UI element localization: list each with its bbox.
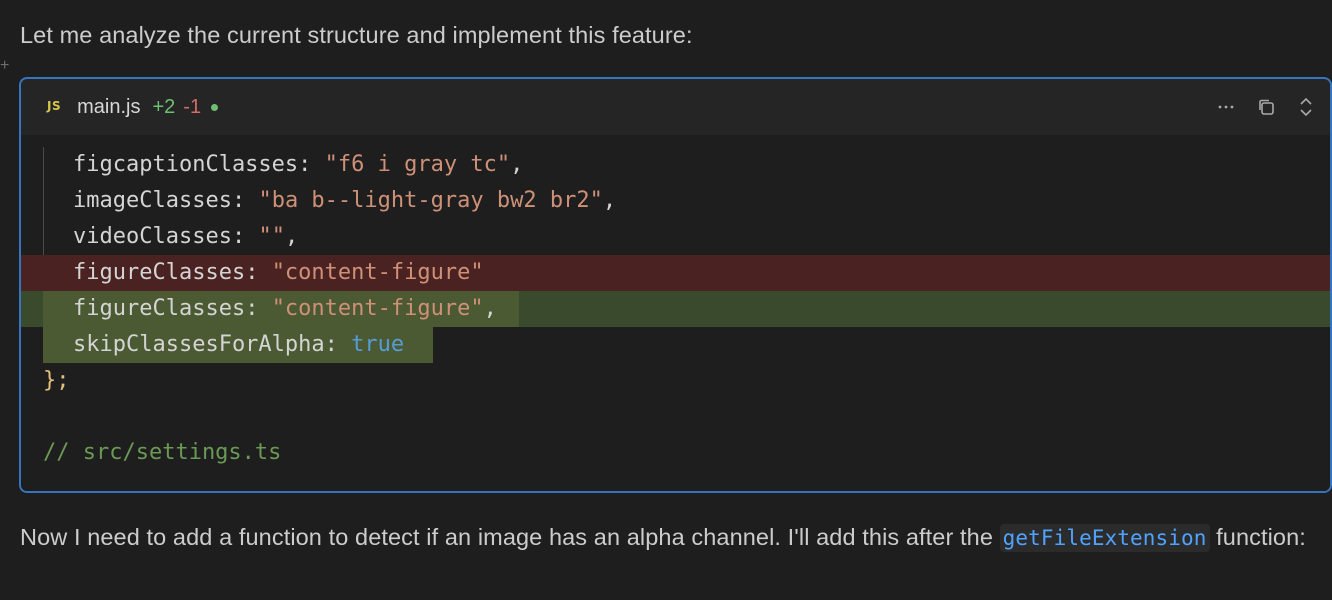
expand-collapse-icon[interactable] [1296,97,1316,117]
deleted-line: figureClasses: "content-figure" [21,255,1330,291]
add-line-icon[interactable]: + [0,57,10,74]
code-key: imageClasses [73,188,232,213]
code-line: figcaptionClasses: "f6 i gray tc", [73,152,524,177]
unsaved-dot-icon [211,103,219,111]
code-line: // src/settings.ts [21,435,1330,471]
javascript-file-icon: JS [47,99,62,113]
code-line: videoClasses: "", [73,224,299,249]
inline-code-function: getFileExtension [999,524,1210,552]
code-key: figcaptionClasses [73,152,299,177]
code-line: imageClasses: "ba b--light-gray bw2 br2"… [73,188,617,213]
code-string: "content-figure" [271,296,484,321]
code-key: figureClasses [73,260,246,285]
message-outro: Now I need to add a function to detect i… [20,518,1332,558]
code-string: "" [258,224,285,249]
indent-guide [43,147,44,327]
added-line: figureClasses: "content-figure", [21,291,1330,327]
code-block: JS main.js +2 -1 figcaptionClasses: "f6 … [19,77,1332,493]
message-outro-end: function: [1209,524,1306,550]
code-key: skipClassesForAlpha [73,332,325,357]
code-key: figureClasses [73,296,246,321]
code-boolean: true [351,332,405,357]
code-block-actions [1196,97,1316,117]
lines-removed-count: -1 [183,95,202,118]
code-string: "ba b--light-gray bw2 br2" [258,188,603,213]
message-outro-text: Now I need to add a function to detect i… [20,524,1000,550]
copy-icon[interactable] [1256,97,1276,117]
lines-added-count: +2 [152,95,176,118]
code-editor[interactable]: figcaptionClasses: "f6 i gray tc", image… [21,135,1330,491]
code-block-header: JS main.js +2 -1 [21,79,1330,135]
code-string: "content-figure" [271,260,484,285]
code-line: }; [21,363,1330,399]
message-intro: Let me analyze the current structure and… [20,22,693,48]
file-name[interactable]: main.js [77,95,141,118]
more-icon[interactable] [1216,97,1236,117]
added-line: skipClassesForAlpha: true [21,327,1330,363]
code-closing-brace: }; [43,368,70,393]
code-comment: // src/settings.ts [43,440,282,465]
code-key: videoClasses [73,224,232,249]
code-string: "f6 i gray tc" [324,152,511,177]
